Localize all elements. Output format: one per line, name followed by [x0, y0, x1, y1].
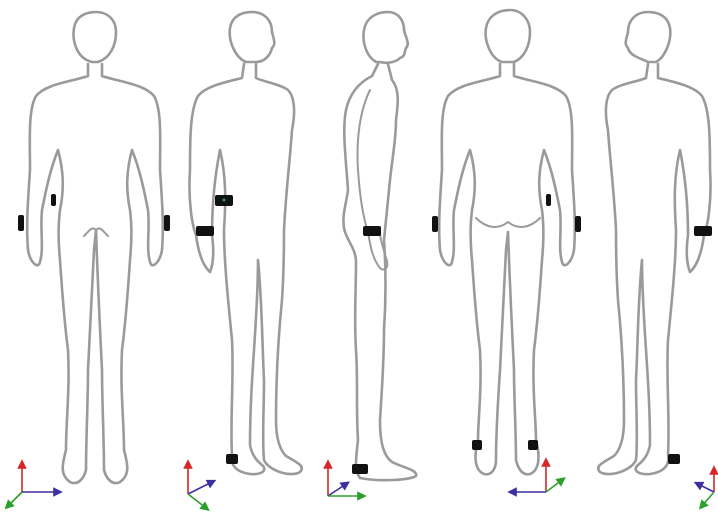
front-head [74, 12, 116, 62]
figure-left-side [343, 12, 416, 480]
axis-depth [702, 492, 714, 506]
oblique-body-outline [189, 64, 301, 474]
oblique-waist-sensor-led [223, 199, 226, 202]
oblique-head [230, 12, 275, 62]
axis-triad-right-oblique [698, 470, 714, 506]
back-right-ankle-sensor [528, 440, 538, 450]
right-oblique-head [626, 12, 671, 62]
axis-depth [546, 480, 562, 492]
side-arm [358, 90, 388, 270]
axis-depth [8, 492, 22, 506]
right-oblique-body-outline [598, 64, 710, 474]
back-left-wrist-sensor [432, 216, 438, 232]
back-waist-sensor [546, 194, 551, 206]
axis-depth [188, 494, 206, 508]
oblique-ankle-sensor [226, 454, 238, 464]
axis-horizontal [188, 482, 212, 494]
back-head [486, 10, 530, 62]
axis-horizontal [328, 484, 346, 496]
figure-left-oblique [189, 12, 301, 474]
figure-right-oblique [598, 12, 712, 474]
front-waist-sensor [51, 194, 56, 206]
axis-triad-front [8, 464, 58, 506]
right-oblique-wrist-sensor [694, 226, 712, 236]
back-buttocks [476, 218, 540, 227]
axis-triad-left-oblique [188, 464, 212, 508]
right-oblique-ankle-sensor [668, 454, 680, 464]
side-wrist-sensor [363, 226, 381, 236]
back-body-outline [439, 64, 575, 474]
figure-front [18, 12, 170, 483]
side-ankle-sensor [352, 464, 368, 474]
side-body-outline [343, 64, 416, 480]
front-body-outline [27, 64, 163, 483]
figure-back [432, 10, 581, 474]
oblique-wrist-sensor [196, 226, 214, 236]
front-left-wrist-sensor [18, 215, 24, 231]
front-right-wrist-sensor [164, 215, 170, 231]
back-right-wrist-sensor [575, 216, 581, 232]
side-head [364, 12, 408, 63]
back-left-ankle-sensor [472, 440, 482, 450]
axis-horizontal [698, 484, 714, 492]
